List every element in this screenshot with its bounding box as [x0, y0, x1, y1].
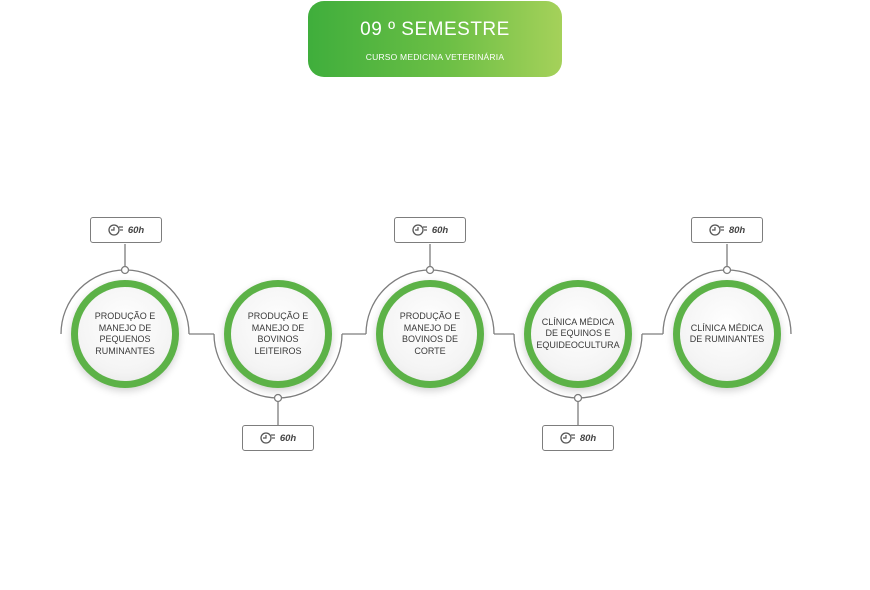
hours-badge: 60h [394, 217, 466, 243]
course-name: CURSO MEDICINA VETERINÁRIA [365, 52, 505, 62]
hours-value: 60h [279, 432, 297, 444]
connector-dot [425, 265, 435, 275]
clock-icon [108, 224, 123, 236]
clock-icon [412, 224, 427, 236]
hours-value: 60h [127, 224, 145, 236]
course-title: CLÍNICA MÉDICA DE EQUINOS E EQUIDEOCULTU… [536, 316, 620, 350]
hours-value: 80h [579, 432, 597, 444]
connector-dot [273, 393, 283, 403]
course-node: PRODUÇÃO E MANEJO DE PEQUENOS RUMINANTES [71, 280, 179, 388]
connector-dot [573, 393, 583, 403]
hours-badge: 60h [242, 425, 314, 451]
course-node: CLÍNICA MÉDICA DE EQUINOS E EQUIDEOCULTU… [524, 280, 632, 388]
hours-value: 60h [431, 224, 449, 236]
connector-dot [722, 265, 732, 275]
course-node: CLÍNICA MÉDICA DE RUMINANTES [673, 280, 781, 388]
clock-icon [709, 224, 724, 236]
course-title: PRODUÇÃO E MANEJO DE PEQUENOS RUMINANTES [94, 311, 156, 356]
course-node: PRODUÇÃO E MANEJO DE BOVINOS LEITEIROS [224, 280, 332, 388]
hours-badge: 80h [542, 425, 614, 451]
connector-dot [120, 265, 130, 275]
hours-badge: 60h [90, 217, 162, 243]
course-node: PRODUÇÃO E MANEJO DE BOVINOS DE CORTE [376, 280, 484, 388]
course-title: PRODUÇÃO E MANEJO DE BOVINOS DE CORTE [399, 311, 461, 356]
semester-title: 09 º SEMESTRE [360, 19, 510, 40]
course-title: PRODUÇÃO E MANEJO DE BOVINOS LEITEIROS [247, 311, 309, 356]
clock-icon [560, 432, 575, 444]
hours-value: 80h [728, 224, 746, 236]
semester-header: 09 º SEMESTRE CURSO MEDICINA VETERINÁRIA [308, 1, 562, 77]
hours-badge: 80h [691, 217, 763, 243]
clock-icon [260, 432, 275, 444]
course-title: CLÍNICA MÉDICA DE RUMINANTES [689, 322, 765, 345]
